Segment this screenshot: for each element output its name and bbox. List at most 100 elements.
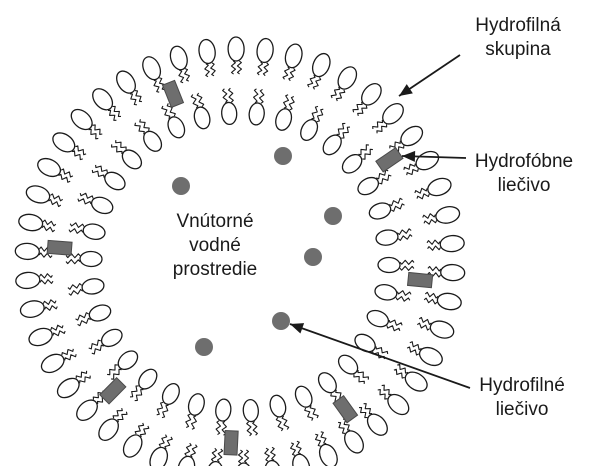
label-interior-line2: vodné: [140, 234, 290, 258]
lipid-tail: [113, 408, 122, 418]
label-hydrophilic-group-line1: Hydrofilná: [448, 14, 588, 38]
lipid-tail: [89, 129, 99, 139]
lipid-head-icon: [89, 85, 117, 114]
lipid-tail: [283, 67, 289, 80]
lipid-tail: [284, 95, 289, 108]
lipid-tail: [312, 106, 319, 118]
lipid-tail: [378, 390, 388, 400]
lipid-head-icon: [440, 235, 465, 253]
lipid-head-icon: [87, 302, 113, 324]
lipid-tail: [72, 151, 83, 160]
lipid-tail: [212, 448, 217, 461]
lipid-tail: [336, 90, 344, 101]
lipid-tail: [59, 174, 71, 182]
lipid-head-icon: [375, 228, 399, 246]
lipid-tail: [185, 443, 191, 456]
lipid-tail: [62, 349, 74, 355]
lipid-tail: [398, 235, 412, 241]
lipid-tail: [191, 95, 198, 109]
label-hydrophilic-group-line2: skupina: [448, 38, 588, 62]
lipid-head-icon: [24, 183, 52, 206]
lipid-tail: [313, 77, 320, 89]
lipid-tail: [257, 62, 262, 75]
lipid-tail: [78, 199, 91, 204]
lipid-head-icon: [49, 129, 78, 156]
hydrophobic-drug-icon: [100, 378, 126, 404]
lipid-tail: [387, 326, 400, 331]
lipid-tail: [192, 416, 197, 429]
hydrophobic-drug-icon: [47, 240, 72, 255]
lipid-tail: [394, 369, 405, 378]
lipid-head-icon: [341, 427, 367, 456]
lipid-tail: [417, 194, 429, 199]
hydrophilic-drug-icon: [304, 248, 322, 266]
lipid-tail: [69, 290, 83, 296]
lipid-tail: [362, 149, 373, 159]
lipid-head-icon: [99, 326, 126, 350]
lipid-tail: [40, 274, 53, 278]
lipid-tail: [154, 80, 159, 92]
lipid-head-icon: [334, 64, 360, 93]
lipid-tail: [400, 260, 414, 264]
arrow-hydrophilic-group-head: [399, 84, 413, 96]
lipid-head-icon: [316, 442, 341, 466]
lipid-head-icon: [273, 107, 294, 132]
lipid-head-icon: [186, 392, 207, 417]
lipid-tail: [389, 320, 402, 325]
lipid-tail: [260, 89, 264, 103]
lipid-head-icon: [283, 42, 305, 69]
lipid-tail: [89, 340, 101, 349]
lipid-head-icon: [206, 461, 225, 466]
lipid-head-icon: [73, 396, 101, 424]
lipid-tail: [424, 298, 437, 304]
lipid-head-icon: [309, 51, 333, 79]
lipid-tail: [423, 214, 436, 219]
lipid-tail: [389, 198, 402, 205]
lipid-tail: [76, 313, 89, 320]
lipid-tail: [396, 297, 410, 302]
lipid-head-icon: [256, 38, 275, 64]
lipid-tail: [353, 102, 362, 112]
lipid-head-icon: [159, 381, 182, 407]
lipid-tail: [162, 405, 169, 417]
lipid-tail: [68, 284, 82, 290]
lipid-head-icon: [165, 114, 188, 140]
lipid-head-icon: [297, 117, 320, 143]
lipid-head-icon: [82, 222, 107, 241]
lipid-head-icon: [292, 384, 315, 410]
lipid-head-icon: [374, 283, 399, 302]
lipid-tail: [253, 421, 258, 435]
label-hydrophobic-drug-line1: Hydrofóbne: [456, 150, 592, 174]
lipid-tail: [53, 331, 65, 336]
lipid-tail: [140, 426, 148, 437]
lipid-tail: [417, 323, 429, 330]
lipid-tail: [223, 89, 228, 103]
lipid-tail: [135, 123, 144, 134]
lipid-tail: [229, 88, 234, 102]
label-hydrophilic-drug-line1: Hydrofilné: [452, 374, 592, 398]
lipid-tail: [159, 435, 166, 447]
lipid-head-icon: [248, 102, 265, 126]
lipid-head-icon: [367, 200, 393, 222]
lipid-head-icon: [168, 44, 190, 72]
label-hydrophilic-group: Hydrofilná skupina: [448, 14, 588, 62]
lipid-tail: [397, 229, 411, 235]
hydrophilic-drug-icon: [272, 312, 290, 330]
lipid-head-icon: [102, 169, 129, 194]
lipid-tail: [310, 405, 318, 418]
lipid-tail: [247, 422, 252, 436]
lipid-tail: [186, 414, 191, 427]
lipid-tail: [245, 450, 249, 463]
lipid-tail: [428, 267, 441, 272]
label-interior-line3: prostredie: [140, 258, 290, 282]
lipid-tail: [415, 188, 427, 193]
lipid-tail: [197, 93, 204, 107]
hydrophilic-drug-icon: [274, 147, 292, 165]
lipid-tail: [358, 145, 369, 155]
lipid-tail: [317, 109, 324, 121]
hydrophobic-drug-icon: [163, 80, 184, 107]
lipid-head-icon: [81, 277, 105, 295]
lipid-tail: [382, 385, 392, 395]
label-hydrophobic-drug-line2: liečivo: [456, 174, 592, 198]
lipid-head-icon: [54, 374, 83, 401]
